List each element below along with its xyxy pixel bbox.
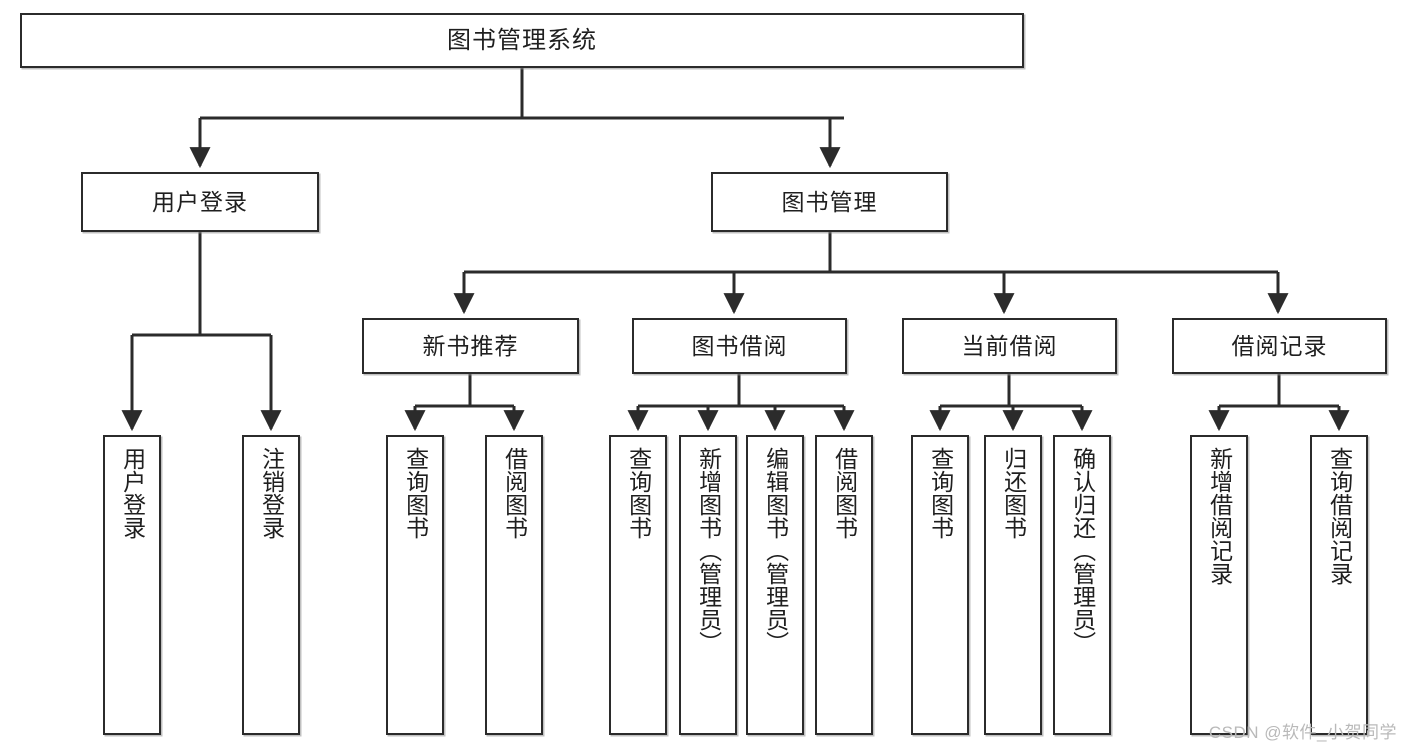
leaf-node-user-logout[interactable]: 注销登录: [242, 435, 300, 735]
node-label: 借阅记录: [1231, 332, 1328, 359]
csdn-watermark: CSDN @软件_小贺同学: [1208, 723, 1397, 742]
leaf-node-label: 新增借阅记录: [1206, 447, 1233, 585]
leaf-node-add-book[interactable]: 新增图书（管理员）: [679, 435, 737, 735]
leaf-node-query-book-b[interactable]: 查询图书: [609, 435, 667, 735]
leaf-node-query-record[interactable]: 查询借阅记录: [1310, 435, 1368, 735]
node-label: 新书推荐: [422, 332, 519, 359]
leaf-node-user-login[interactable]: 用户登录: [103, 435, 161, 735]
leaf-node-edit-book[interactable]: 编辑图书（管理员）: [746, 435, 804, 735]
node-label: 用户登录: [152, 188, 248, 215]
leaf-node-label: 编辑图书（管理员）: [762, 447, 789, 654]
node-book-management[interactable]: 图书管理: [711, 172, 948, 232]
leaf-node-query-book-new[interactable]: 查询图书: [386, 435, 444, 735]
leaf-node-label: 查询图书: [402, 447, 429, 539]
leaf-node-label: 用户登录: [119, 447, 146, 539]
leaf-node-label: 注销登录: [258, 447, 285, 539]
leaf-node-label: 借阅图书: [831, 447, 858, 539]
leaf-node-borrow-book-b[interactable]: 借阅图书: [815, 435, 873, 735]
leaf-node-label: 归还图书: [1000, 447, 1027, 539]
leaf-node-borrow-book-new[interactable]: 借阅图书: [485, 435, 543, 735]
leaf-node-label: 查询图书: [625, 447, 652, 539]
leaf-node-add-record[interactable]: 新增借阅记录: [1190, 435, 1248, 735]
node-label: 图书管理系统: [447, 26, 597, 54]
node-current-borrow[interactable]: 当前借阅: [902, 318, 1117, 374]
leaf-node-label: 借阅图书: [501, 447, 528, 539]
node-label: 图书借阅: [691, 332, 788, 359]
node-borrow-record[interactable]: 借阅记录: [1172, 318, 1387, 374]
node-label: 图书管理: [781, 188, 878, 215]
node-user-login[interactable]: 用户登录: [81, 172, 319, 232]
leaf-node-label: 确认归还（管理员）: [1069, 447, 1096, 654]
node-root-system[interactable]: 图书管理系统: [20, 13, 1024, 68]
leaf-node-label: 查询图书: [927, 447, 954, 539]
node-book-borrow[interactable]: 图书借阅: [632, 318, 847, 374]
node-label: 当前借阅: [961, 332, 1058, 359]
leaf-node-label: 新增图书（管理员）: [695, 447, 722, 654]
leaf-node-query-book-c[interactable]: 查询图书: [911, 435, 969, 735]
node-new-book-recommend[interactable]: 新书推荐: [362, 318, 579, 374]
leaf-node-label: 查询借阅记录: [1326, 447, 1353, 585]
leaf-node-confirm-return[interactable]: 确认归还（管理员）: [1053, 435, 1111, 735]
leaf-node-return-book[interactable]: 归还图书: [984, 435, 1042, 735]
